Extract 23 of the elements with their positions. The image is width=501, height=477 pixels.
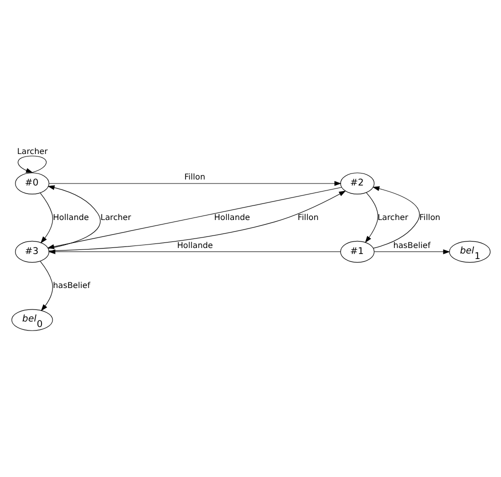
arrow xyxy=(40,260,52,311)
edge-label: Fillon xyxy=(297,211,318,222)
arrow xyxy=(372,186,420,248)
arrow xyxy=(48,248,340,254)
node-ellipse: #1 xyxy=(340,240,374,262)
arrow xyxy=(17,155,46,172)
edge-label: Larcher xyxy=(16,145,48,156)
edge-label: Hollande xyxy=(214,211,250,222)
edge-label: Fillon xyxy=(184,171,205,182)
arrow xyxy=(40,192,52,243)
edge-label: Hollande xyxy=(176,239,212,250)
edge-label: Larcher xyxy=(100,211,131,222)
arrow xyxy=(364,192,378,242)
node-ellipse: #0 xyxy=(14,172,49,194)
edge-label: hasBelief xyxy=(392,239,430,250)
arrow xyxy=(373,248,450,254)
node-ellipse: #3 xyxy=(14,240,49,262)
edge-label: Larcher xyxy=(377,211,408,222)
edge-label: Fillon xyxy=(418,211,440,222)
node-ellipse: #2 xyxy=(340,172,374,194)
edge-label: hasBelief xyxy=(52,280,90,290)
edge-label: Hollande xyxy=(52,211,88,222)
arrow xyxy=(48,180,341,186)
